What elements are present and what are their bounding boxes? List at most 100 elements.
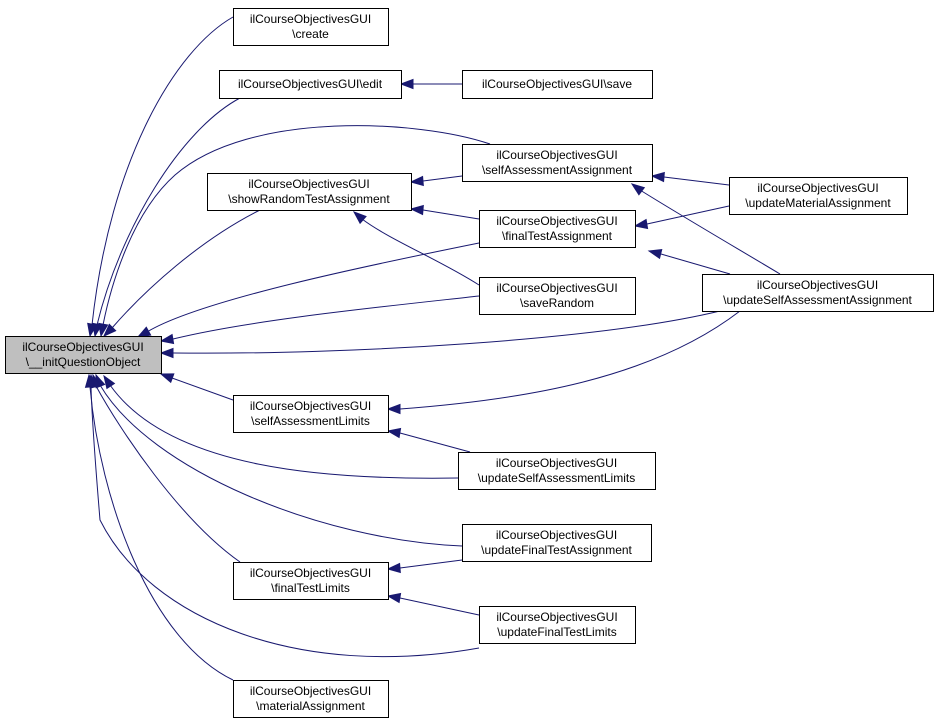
node-fta[interactable]: ilCourseObjectivesGUI\finalTestAssignmen… (479, 210, 636, 248)
edge-uma-to-sat (650, 171, 730, 186)
node-label-line: ilCourseObjectivesGUI (496, 456, 617, 470)
node-box (702, 274, 934, 312)
edge-line (663, 176, 730, 186)
edge-save-to-edit (399, 78, 462, 90)
edge-usal-to-sal (386, 427, 471, 453)
node-box (233, 680, 389, 718)
edge-line (96, 97, 241, 326)
edge-sat-to-init (98, 125, 491, 338)
node-usaa[interactable]: ilCourseObjectivesGUI\updateSelfAssessme… (702, 274, 934, 312)
edge-line (102, 125, 491, 326)
arrowhead-icon (386, 592, 402, 604)
arrowhead-icon (650, 171, 665, 183)
node-box (233, 395, 389, 433)
arrowhead-icon (98, 322, 109, 338)
node-box (479, 606, 636, 644)
edge-usaa-to-fta (647, 248, 731, 275)
node-label-line: ilCourseObjectivesGUI (757, 181, 878, 195)
arrowhead-icon (103, 374, 116, 390)
arrowhead-icon (159, 347, 174, 359)
edge-line (422, 209, 480, 220)
edge-sat-to-srta (409, 175, 463, 187)
node-label-line: \updateSelfAssessmentLimits (478, 471, 635, 485)
edge-line (109, 384, 459, 479)
node-ufta[interactable]: ilCourseObjectivesGUI\updateFinalTestAss… (462, 524, 652, 562)
node-label-line: ilCourseObjectivesGUI (250, 566, 371, 580)
node-box (462, 524, 652, 562)
edge-uma-to-fta (633, 205, 730, 230)
node-label-line: \updateFinalTestAssignment (481, 543, 632, 557)
edge-sal-to-init (159, 373, 234, 401)
edge-line (399, 310, 741, 410)
node-label-line: ilCourseObjectivesGUI (757, 278, 878, 292)
edge-line (111, 209, 261, 329)
edge-line (660, 253, 731, 275)
edges-layer (84, 16, 781, 681)
node-label-line: \updateMaterialAssignment (745, 196, 891, 210)
edge-line (91, 16, 234, 326)
arrowhead-icon (630, 183, 646, 196)
edge-line (90, 386, 480, 658)
arrowhead-icon (136, 326, 152, 338)
node-label-line: \updateSelfAssessmentAssignment (723, 293, 912, 307)
node-edit[interactable]: ilCourseObjectivesGUI\edit (219, 70, 402, 99)
node-label-line: ilCourseObjectivesGUI (496, 610, 617, 624)
node-label-line: \__initQuestionObject (26, 355, 141, 369)
edge-line (95, 385, 241, 563)
node-label-line: ilCourseObjectivesGUI\edit (238, 77, 383, 91)
edge-line (172, 295, 480, 340)
arrowhead-icon (102, 323, 117, 338)
node-uftl[interactable]: ilCourseObjectivesGUI\updateFinalTestLim… (479, 606, 636, 644)
node-ftl[interactable]: ilCourseObjectivesGUI\finalTestLimits (233, 562, 389, 600)
node-label-line: ilCourseObjectivesGUI\save (482, 77, 632, 91)
node-label-line: \finalTestAssignment (502, 229, 613, 243)
edge-usaa-to-sal (386, 310, 741, 415)
edge-line (171, 377, 234, 401)
edge-edit-to-init (92, 97, 241, 338)
node-label-line: ilCourseObjectivesGUI (248, 177, 369, 191)
edge-srand-to-init (159, 295, 480, 345)
node-sat[interactable]: ilCourseObjectivesGUI\selfAssessmentAssi… (462, 144, 653, 182)
node-srta[interactable]: ilCourseObjectivesGUI\showRandomTestAssi… (207, 173, 412, 211)
node-init[interactable]: ilCourseObjectivesGUI\__initQuestionObje… (5, 336, 162, 374)
node-label-line: ilCourseObjectivesGUI (250, 684, 371, 698)
edge-line (399, 597, 480, 616)
arrowhead-icon (409, 204, 424, 216)
edge-ma-to-init (84, 373, 234, 681)
arrowhead-icon (386, 562, 401, 574)
node-box (233, 562, 389, 600)
edge-ftl-to-init (91, 373, 241, 563)
node-save[interactable]: ilCourseObjectivesGUI\save (462, 70, 653, 99)
edge-srta-to-init (102, 209, 261, 338)
edge-fta-to-srta (409, 204, 480, 220)
edge-uftl-to-ftl (386, 592, 480, 616)
node-srand[interactable]: ilCourseObjectivesGUI\saveRandom (479, 277, 636, 315)
arrowhead-icon (84, 373, 96, 388)
node-label-line: ilCourseObjectivesGUI (496, 148, 617, 162)
edge-fta-to-init (136, 242, 480, 338)
node-label-line: \selfAssessmentAssignment (482, 163, 633, 177)
node-ma[interactable]: ilCourseObjectivesGUI\materialAssignment (233, 680, 389, 718)
node-uma[interactable]: ilCourseObjectivesGUI\updateMaterialAssi… (729, 177, 908, 215)
node-label-line: \showRandomTestAssignment (228, 192, 390, 206)
node-label-line: ilCourseObjectivesGUI (250, 399, 371, 413)
node-usal[interactable]: ilCourseObjectivesGUI\updateSelfAssessme… (458, 452, 656, 490)
edge-line (639, 189, 781, 275)
edge-line (89, 386, 234, 681)
node-sal[interactable]: ilCourseObjectivesGUI\selfAssessmentLimi… (233, 395, 389, 433)
node-label-line: ilCourseObjectivesGUI (250, 12, 371, 26)
node-create[interactable]: ilCourseObjectivesGUI\create (233, 8, 389, 46)
node-box (207, 173, 412, 211)
edge-ufta-to-ftl (386, 559, 463, 574)
node-label-line: ilCourseObjectivesGUI (496, 281, 617, 295)
node-label-line: ilCourseObjectivesGUI (496, 214, 617, 228)
arrowhead-icon (386, 427, 402, 439)
edge-line (422, 175, 463, 182)
node-label-line: \saveRandom (520, 296, 594, 310)
edge-line (361, 218, 480, 286)
node-label-line: \selfAssessmentLimits (251, 414, 370, 428)
node-box (462, 144, 653, 182)
node-box (462, 70, 653, 99)
node-label-line: ilCourseObjectivesGUI (496, 528, 617, 542)
edge-usal-to-init (103, 374, 459, 479)
